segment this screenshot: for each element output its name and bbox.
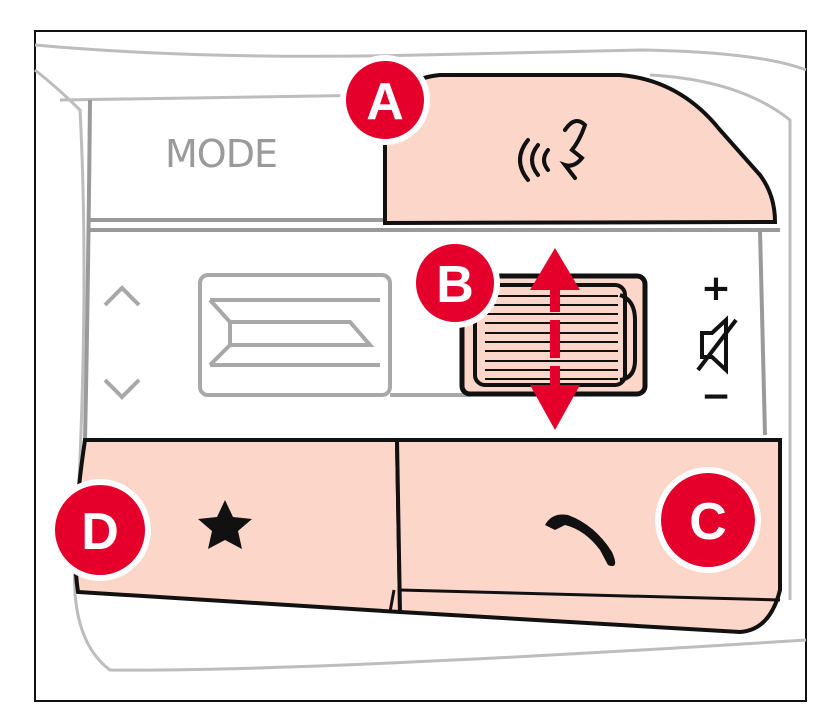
volume-up-label: + bbox=[701, 268, 731, 309]
chevron-down-icon[interactable] bbox=[103, 378, 141, 400]
volume-down-label: − bbox=[701, 376, 731, 417]
voice-recognition-icon bbox=[518, 119, 588, 182]
phone-icon bbox=[545, 514, 616, 567]
svg-text:B: B bbox=[436, 256, 474, 314]
housing-outline bbox=[34, 43, 807, 672]
mute-icon bbox=[696, 315, 738, 375]
marker-d: D bbox=[49, 479, 151, 581]
left-wheel[interactable] bbox=[198, 273, 470, 397]
svg-text:C: C bbox=[689, 493, 727, 551]
chevron-up-icon[interactable] bbox=[103, 285, 141, 307]
mode-button[interactable]: MODE bbox=[165, 132, 278, 176]
volume-wheel[interactable] bbox=[459, 248, 648, 430]
marker-b: B bbox=[410, 238, 500, 328]
star-icon bbox=[198, 500, 252, 549]
svg-text:A: A bbox=[366, 73, 404, 131]
scroll-arrow-icon bbox=[530, 248, 580, 430]
marker-a: A bbox=[340, 55, 430, 145]
voice-recognition-button[interactable] bbox=[383, 73, 778, 226]
marker-c: C bbox=[655, 467, 761, 573]
svg-text:D: D bbox=[81, 503, 119, 561]
